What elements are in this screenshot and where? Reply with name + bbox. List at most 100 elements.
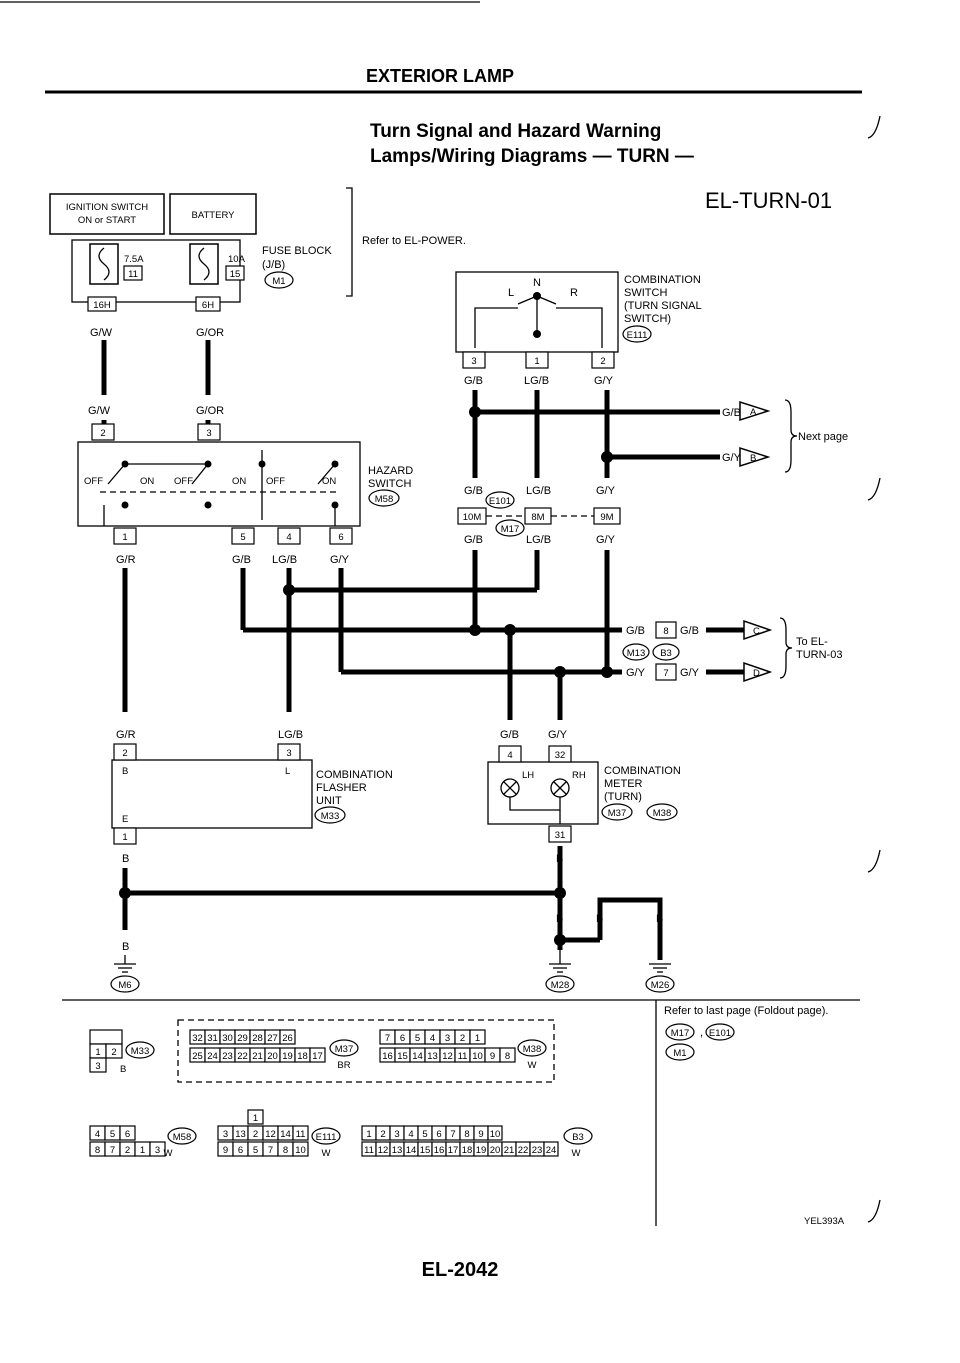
hazard-pin-3: 3 [206, 428, 211, 439]
combination-meter: 4 32 LH RH 31 [487, 745, 599, 843]
m38-color: W [528, 1060, 537, 1071]
fuse-block-connector: M1 [272, 276, 285, 287]
connector-pin-number: 3 [445, 1033, 450, 1044]
meter-lh: LH [522, 770, 534, 781]
connector-pin-number: 4 [95, 1129, 100, 1140]
ground-m6: M6 [110, 955, 140, 993]
hazard-on-3: ON [322, 476, 336, 487]
connector-pin-number: 24 [546, 1145, 557, 1156]
hazard-pin-5: 5 [240, 532, 245, 543]
connector-pin-number: 5 [253, 1145, 258, 1156]
flasher-connector: M33 [321, 811, 339, 822]
connector-pin-number: 8 [464, 1129, 469, 1140]
section-title: EXTERIOR LAMP [366, 66, 514, 86]
wire-ground-loop [597, 897, 663, 940]
connector-pin-number: 13 [427, 1051, 438, 1062]
b3-view-label-badge [563, 1127, 593, 1145]
joint-connector-e101-badge [485, 491, 515, 509]
to03-arrow-d [743, 661, 773, 683]
to03-label-l1: To EL- [796, 636, 828, 648]
connector-pin-number: 17 [448, 1145, 459, 1156]
wire-gy-comb: G/Y [594, 375, 614, 387]
connector-pin-number: 7 [385, 1033, 390, 1044]
flasher-term-l: L [285, 766, 290, 777]
fuse-7-5a: 7.5A 11 [89, 243, 144, 285]
flasher-connector-badge [314, 806, 346, 824]
page-tick-mark [867, 115, 881, 139]
wire-lgb-joint: LG/B [526, 485, 551, 497]
connector-pin-cell [149, 1141, 166, 1157]
flasher-label-l1: COMBINATION [316, 769, 393, 781]
hazard-label-l2: SWITCH [368, 478, 411, 490]
connector-view-m33: 1 2 3 M33 B [89, 1029, 155, 1075]
to03-pin-7 [655, 663, 677, 681]
connector-pin-number: 12 [265, 1129, 276, 1140]
wire-lgb-comb: LG/B [524, 375, 549, 387]
connector-pin-number: 8 [505, 1051, 510, 1062]
comb-switch-l: L [508, 287, 514, 299]
combination-flasher-unit: 2 3 B L E 1 [111, 743, 313, 845]
meter-label-l3: (TURN) [604, 791, 642, 803]
connector-pin-number: 31 [207, 1033, 218, 1044]
wire-gy-meter: G/Y [548, 729, 568, 741]
connector-pin-number: 7 [268, 1145, 273, 1156]
connector-pin-cell [309, 1047, 326, 1063]
meter-pin-31: 31 [555, 830, 566, 841]
connector-pin-cell [292, 1141, 309, 1157]
m37-color: BR [337, 1060, 350, 1071]
connector-pin-cell [279, 1029, 296, 1045]
wire-b-loop: B [596, 913, 603, 925]
connector-pin-number: 3 [155, 1145, 160, 1156]
m33-color: B [120, 1064, 126, 1075]
to03-bracket [779, 617, 793, 679]
joint-connector-e101: E101 [489, 496, 511, 507]
page-tick-mark-mid [867, 477, 881, 501]
next-page-b: B [750, 453, 756, 464]
connector-pin-number: 14 [406, 1145, 417, 1156]
connector-pin-number: 15 [397, 1051, 408, 1062]
hazard-on-1: ON [140, 476, 154, 487]
wire-gr-flasher: G/R [116, 729, 136, 741]
ground-m26: M26 [645, 963, 675, 993]
flasher-pin-1: 1 [122, 832, 127, 843]
connector-pin-cell [292, 1125, 309, 1141]
hazard-pin-6: 6 [338, 532, 343, 543]
footer-ref-m1-badge [665, 1043, 695, 1061]
connector-pin-number: 8 [283, 1145, 288, 1156]
connector-pin-number: 9 [490, 1051, 495, 1062]
ground-m6-label: M6 [118, 980, 131, 991]
connector-pin-number: 10 [490, 1129, 501, 1140]
footer-refer-text: Refer to last page (Foldout page). [664, 1005, 828, 1017]
joint-pin-8m-label: 8M [531, 512, 544, 523]
footer-ref-m1: M1 [673, 1048, 686, 1059]
to03-d: D [753, 668, 760, 679]
m37-view-label: M37 [335, 1044, 353, 1055]
connector-pin-number: 6 [436, 1129, 441, 1140]
connector-pin-number: 18 [462, 1145, 473, 1156]
connector-pin-number: 16 [382, 1051, 393, 1062]
connector-pin-number: 5 [415, 1033, 420, 1044]
wire-gy-joint-bottom: G/Y [596, 534, 616, 546]
hazard-pin-4: 4 [286, 532, 291, 543]
terminal-16h [87, 296, 117, 312]
ignition-switch-label-l2: ON or START [78, 215, 136, 226]
terminal-16h-label: 16H [93, 300, 111, 311]
ignition-switch-box [49, 193, 165, 235]
meter-connector-2: M38 [653, 808, 671, 819]
wire-gb-joint: G/B [464, 485, 483, 497]
m38-view-label-badge [517, 1039, 547, 1057]
next-page-bracket [784, 399, 798, 473]
connector-pin-cell [119, 1125, 136, 1141]
connector-pin-number: 22 [518, 1145, 529, 1156]
connector-pin-number: 4 [430, 1033, 435, 1044]
meter-pin-4: 4 [507, 750, 512, 761]
comb-switch-label-l3: (TURN SIGNAL [624, 300, 702, 312]
comb-switch-pin-1: 1 [534, 356, 539, 367]
e111-color: W [322, 1148, 331, 1159]
connector-pin-number: 12 [442, 1051, 453, 1062]
hazard-off-2: OFF [174, 476, 193, 487]
connector-pin-number: 23 [532, 1145, 543, 1156]
meter-label-l1: COMBINATION [604, 765, 681, 777]
connector-pin-number: 9 [223, 1145, 228, 1156]
